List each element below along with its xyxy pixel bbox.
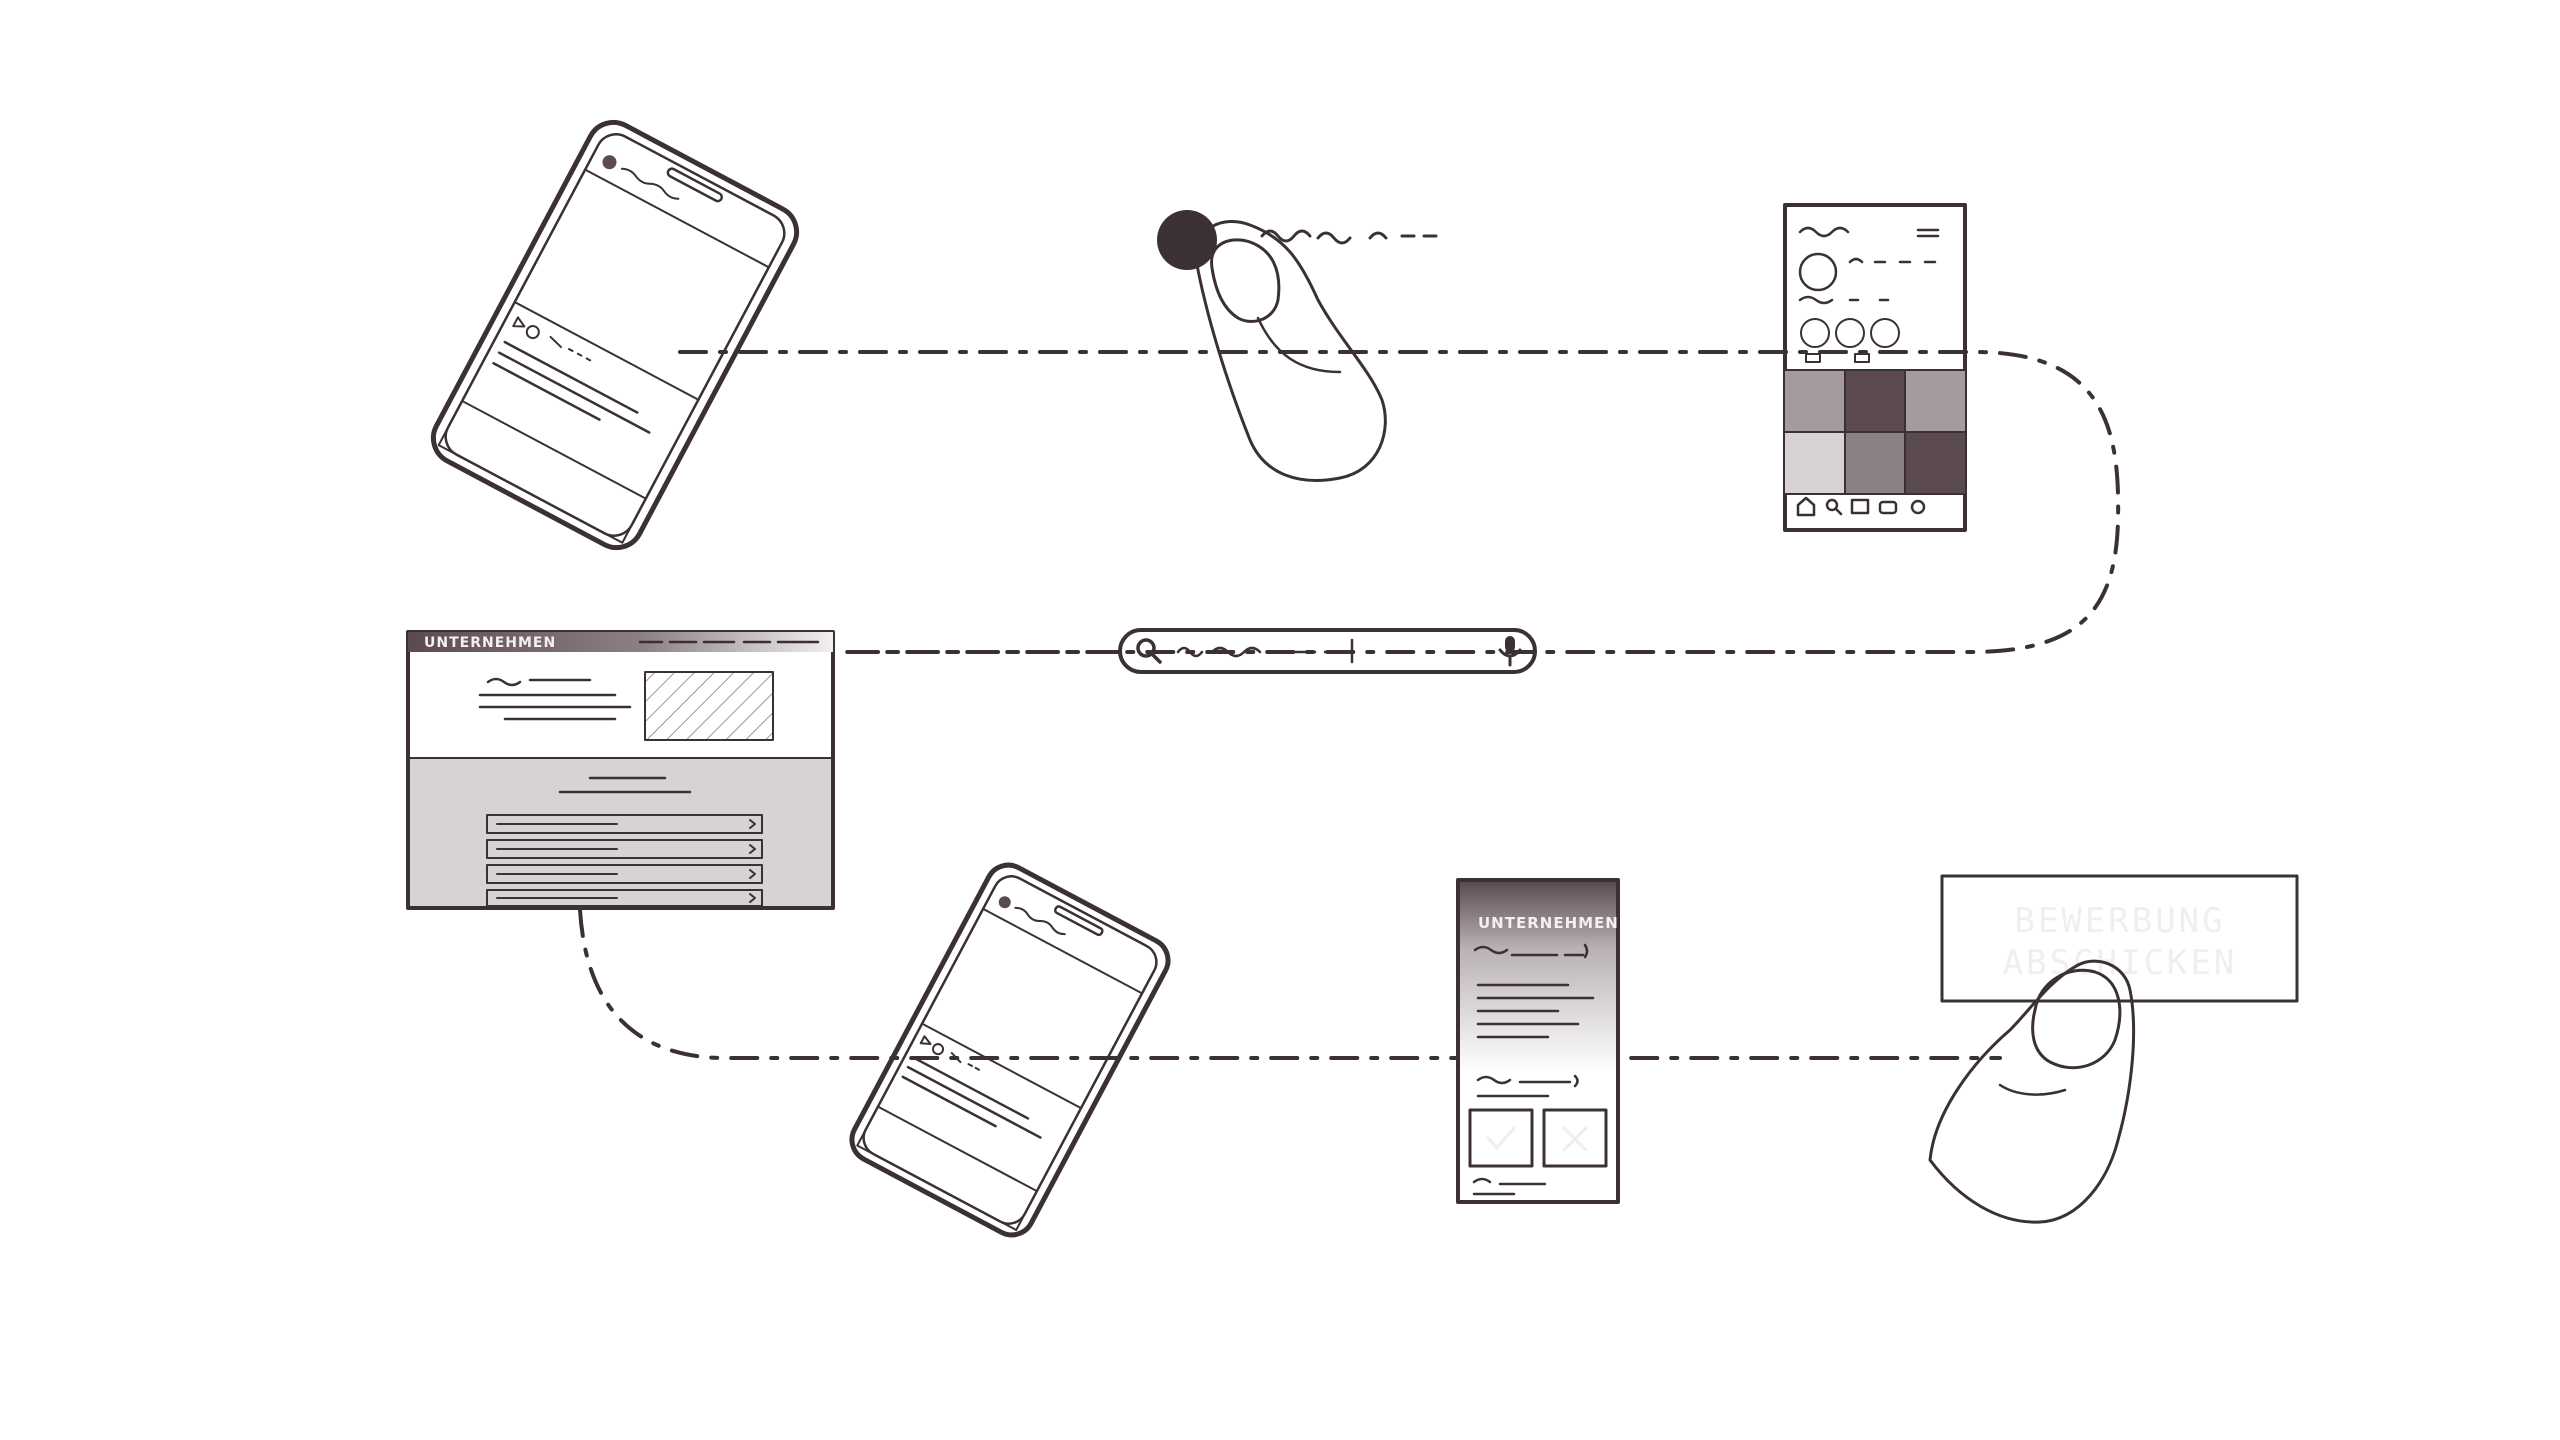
post-image — [513, 168, 770, 401]
profile-phone — [1783, 203, 1967, 532]
social-post-phone — [430, 119, 800, 551]
job-list-item — [486, 839, 763, 859]
shop-icon — [1878, 500, 1898, 515]
bottom-nav — [1796, 496, 1926, 517]
apply-button-line1: BEWERBUNG — [2014, 901, 2225, 941]
website-header — [408, 632, 833, 652]
highlight-circle-1 — [1800, 318, 1830, 348]
profile-avatar — [1798, 252, 1838, 292]
home-icon — [1796, 496, 1816, 517]
search-query-scribble — [1176, 638, 1354, 664]
social-post-phone-2 — [849, 862, 1171, 1238]
swipe-lines — [1260, 229, 1438, 245]
job-list — [486, 814, 763, 907]
job-list-item — [486, 864, 763, 884]
tap-dot — [1157, 210, 1217, 270]
highlight-circle-2 — [1835, 318, 1865, 348]
journey-path — [578, 350, 2121, 1060]
job-list-item — [486, 889, 763, 907]
search-bar — [1118, 628, 1537, 674]
finger-shape-2 — [1928, 959, 2136, 1224]
company-website: UNTERNEHMEN — [406, 630, 835, 910]
search-icon — [1136, 638, 1162, 664]
accept-button[interactable] — [1468, 1108, 1534, 1168]
check-icon — [1486, 1126, 1516, 1151]
finger-shape — [1195, 220, 1387, 482]
mobile-brand-label: UNTERNEHMEN — [1478, 914, 1619, 932]
highlight-circle-3 — [1870, 318, 1900, 348]
fingernail-2 — [2031, 968, 2122, 1070]
mobile-career-page: UNTERNEHMEN — [1456, 878, 1620, 1204]
photo-grid — [1784, 369, 1966, 495]
post-image-2 — [921, 907, 1144, 1110]
search-icon — [1825, 498, 1839, 512]
fingernail — [1210, 238, 1281, 323]
tapping-finger — [1157, 210, 1438, 482]
profile-icon — [1910, 499, 1926, 515]
apply-button[interactable]: BEWERBUNG ABSCHICKEN — [1940, 874, 2299, 1003]
decline-button[interactable] — [1542, 1108, 1608, 1168]
job-list-item — [486, 814, 763, 834]
pressing-finger — [1928, 959, 2136, 1224]
close-icon — [1562, 1126, 1588, 1152]
reels-icon — [1850, 498, 1870, 515]
apply-button-line2: ABSCHICKEN — [2003, 943, 2238, 983]
website-brand-label: UNTERNEHMEN — [424, 635, 556, 651]
microphone-icon — [1498, 636, 1522, 667]
